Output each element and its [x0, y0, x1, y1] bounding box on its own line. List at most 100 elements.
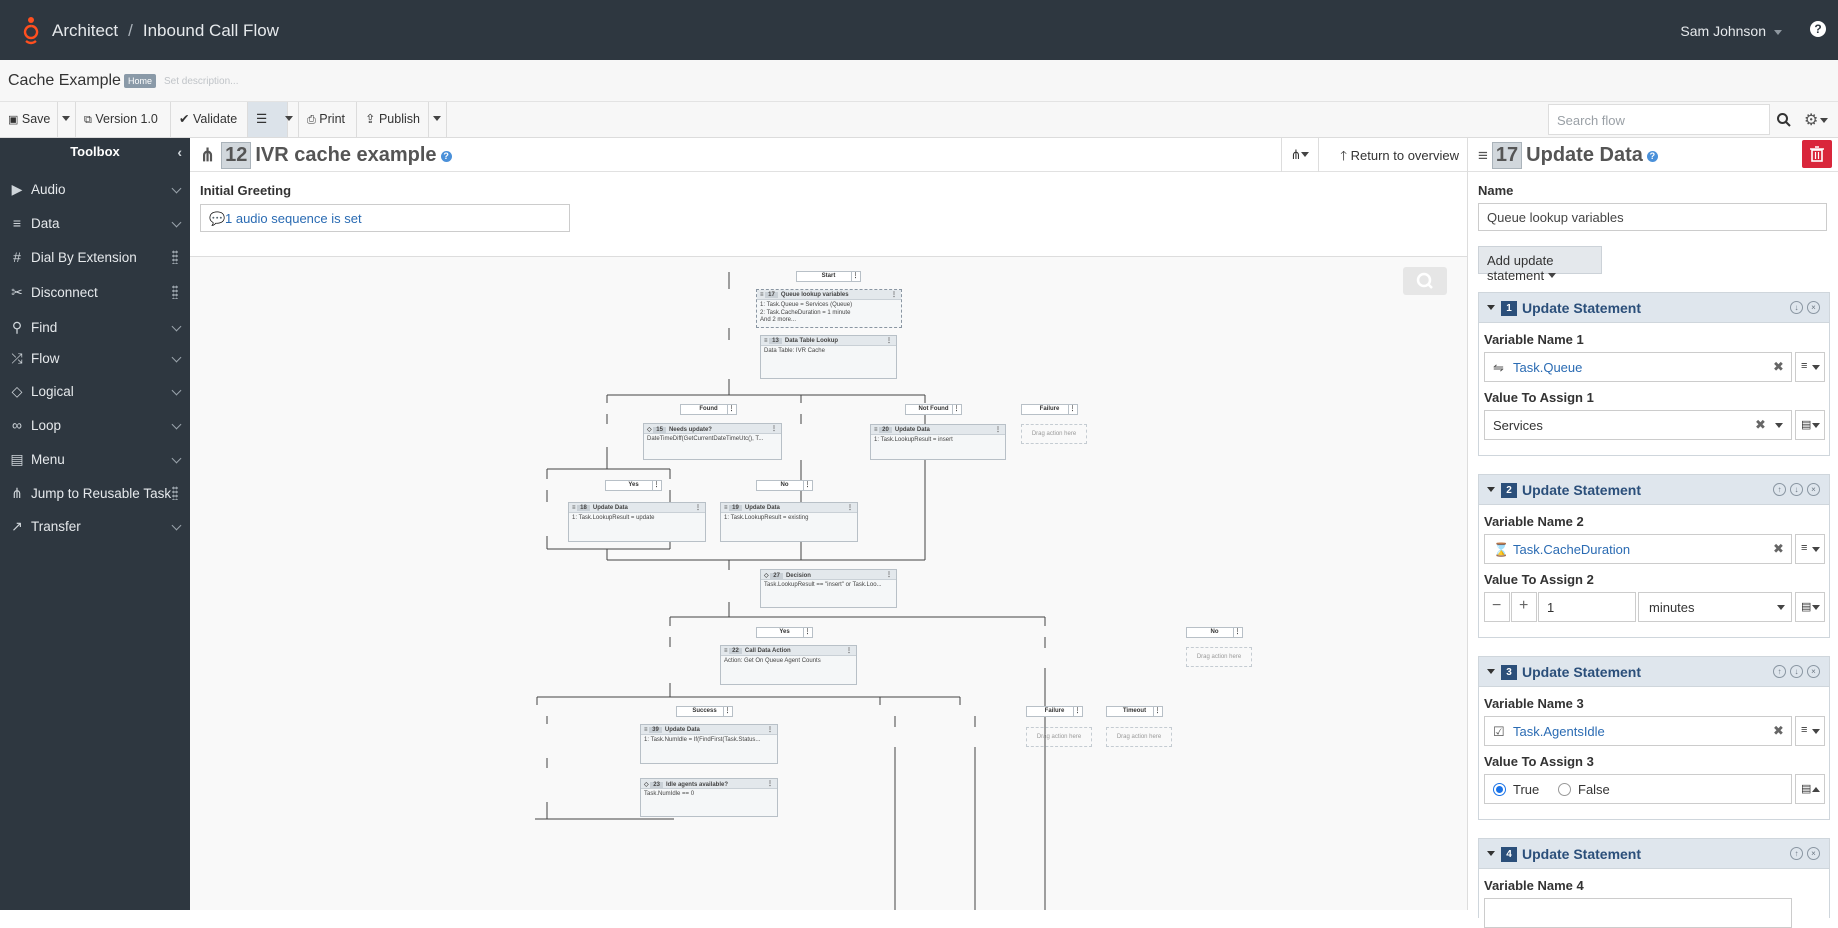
remove-icon[interactable]: ×: [1807, 847, 1820, 860]
path-label-success[interactable]: Success⋮: [676, 706, 733, 717]
value-select[interactable]: Services✖: [1484, 410, 1792, 440]
kebab-menu-icon[interactable]: ⋮: [891, 292, 897, 298]
zoom-search-button[interactable]: [1403, 267, 1447, 295]
duration-unit-select[interactable]: minutes: [1638, 592, 1792, 622]
chevron-down-icon[interactable]: [171, 453, 182, 464]
settings-gear-icon[interactable]: ⚙: [1804, 110, 1829, 130]
variable-name-field[interactable]: ⌛Task.CacheDuration✖: [1484, 534, 1792, 564]
variable-type-button[interactable]: ≡: [1795, 716, 1825, 746]
path-label-start[interactable]: Start⋮: [796, 271, 861, 282]
kebab-menu-icon[interactable]: ⋮: [886, 572, 892, 578]
chevron-down-icon[interactable]: [171, 183, 182, 194]
kebab-menu-icon[interactable]: ⋮: [1068, 405, 1076, 414]
collapse-triangle-icon[interactable]: [1487, 851, 1495, 860]
kebab-menu-icon[interactable]: ⋮: [1153, 707, 1161, 716]
path-label-yes[interactable]: Yes⋮: [756, 627, 813, 638]
remove-icon[interactable]: ×: [1807, 483, 1820, 496]
toolbox-item-audio[interactable]: ▶Audio: [0, 177, 190, 203]
publish-dropdown-button[interactable]: [429, 102, 447, 137]
return-to-overview-button[interactable]: 🡑 Return to overview: [1340, 147, 1459, 169]
initial-greeting-field[interactable]: 💬1 audio sequence is set: [200, 204, 570, 232]
kebab-menu-icon[interactable]: ⋮: [771, 426, 777, 432]
duration-input[interactable]: 1: [1538, 592, 1636, 622]
view-dropdown-button[interactable]: [281, 102, 299, 137]
value-mode-button[interactable]: ▤: [1795, 592, 1825, 622]
toolbox-item-loop[interactable]: ∞Loop: [0, 413, 190, 439]
value-mode-button[interactable]: ▤: [1795, 410, 1825, 440]
version-button[interactable]: ⧉ Version 1.0: [76, 102, 171, 137]
help-icon[interactable]: ?: [1810, 21, 1826, 37]
clear-icon[interactable]: ✖: [1773, 541, 1784, 556]
variable-type-button[interactable]: ≡: [1795, 352, 1825, 382]
drag-action-placeholder[interactable]: Drag action here: [1026, 727, 1092, 747]
variable-type-button[interactable]: ≡: [1795, 534, 1825, 564]
kebab-menu-icon[interactable]: ⋮: [652, 481, 660, 490]
false-radio[interactable]: [1558, 783, 1571, 796]
variable-name-field[interactable]: ⇋Task.Queue✖: [1484, 352, 1792, 382]
move-down-icon[interactable]: ↓: [1790, 301, 1803, 314]
kebab-menu-icon[interactable]: ⋮: [727, 405, 735, 414]
caret-down-icon[interactable]: [1775, 423, 1783, 432]
clear-icon[interactable]: ✖: [1773, 723, 1784, 738]
collapse-chevron-icon[interactable]: ‹: [177, 144, 182, 160]
path-label-timeout[interactable]: Timeout⋮: [1106, 706, 1163, 717]
kebab-menu-icon[interactable]: ⋮: [886, 338, 892, 344]
move-up-icon[interactable]: ↑: [1773, 483, 1786, 496]
genesys-logo-icon[interactable]: [20, 15, 42, 47]
task-title-text[interactable]: IVR cache example: [255, 144, 437, 166]
variable-name-field[interactable]: ☑Task.AgentsIdle✖: [1484, 716, 1792, 746]
drag-action-placeholder[interactable]: Drag action here: [1106, 727, 1172, 747]
kebab-menu-icon[interactable]: ⋮: [846, 648, 852, 654]
kebab-menu-icon[interactable]: ⋮: [1233, 628, 1241, 637]
clear-icon[interactable]: ✖: [1755, 417, 1766, 432]
kebab-menu-icon[interactable]: ⋮: [995, 427, 1001, 433]
path-label-no[interactable]: No⋮: [1186, 627, 1243, 638]
collapse-triangle-icon[interactable]: [1487, 669, 1495, 678]
breadcrumb-flow-type[interactable]: Inbound Call Flow: [142, 21, 279, 40]
variable-name-value[interactable]: Task.CacheDuration: [1513, 542, 1631, 557]
flow-description[interactable]: Set description...: [164, 76, 239, 87]
move-up-icon[interactable]: ↑: [1790, 847, 1803, 860]
chevron-down-icon[interactable]: [171, 520, 182, 531]
chevron-down-icon[interactable]: [171, 321, 182, 332]
breadcrumb-architect[interactable]: Architect: [52, 21, 119, 40]
help-circle-icon[interactable]: ?: [440, 151, 452, 162]
layout-dropdown-button[interactable]: ⋔: [1281, 138, 1319, 172]
kebab-menu-icon[interactable]: ⋮: [723, 707, 731, 716]
chevron-down-icon[interactable]: [171, 217, 182, 228]
search-icon[interactable]: [1776, 112, 1792, 128]
path-label-failure[interactable]: Failure⋮: [1026, 706, 1083, 717]
value-mode-button[interactable]: ▤: [1795, 774, 1825, 804]
remove-icon[interactable]: ×: [1807, 301, 1820, 314]
toolbox-item-jump-to-reusable-task[interactable]: ⋔Jump to Reusable Task: [0, 481, 190, 507]
collapse-triangle-icon[interactable]: [1487, 487, 1495, 496]
variable-name-field[interactable]: [1484, 898, 1792, 928]
validate-button[interactable]: ✔ Validate: [171, 102, 248, 137]
chevron-down-icon[interactable]: [171, 352, 182, 363]
kebab-menu-icon[interactable]: ⋮: [851, 272, 859, 281]
clear-icon[interactable]: ✖: [1773, 359, 1784, 374]
flow-title[interactable]: Cache Example: [8, 72, 121, 89]
toolbox-item-disconnect[interactable]: ✂Disconnect: [0, 280, 190, 306]
true-radio[interactable]: [1493, 783, 1506, 796]
move-up-icon[interactable]: ↑: [1773, 665, 1786, 678]
variable-name-value[interactable]: Task.AgentsIdle: [1513, 724, 1605, 739]
kebab-menu-icon[interactable]: ⋮: [767, 727, 773, 733]
decrement-button[interactable]: −: [1484, 592, 1510, 622]
search-flow-input[interactable]: Search flow: [1548, 104, 1770, 135]
drag-handle-icon[interactable]: [172, 285, 178, 299]
kebab-menu-icon[interactable]: ⋮: [695, 505, 701, 511]
remove-icon[interactable]: ×: [1807, 665, 1820, 678]
